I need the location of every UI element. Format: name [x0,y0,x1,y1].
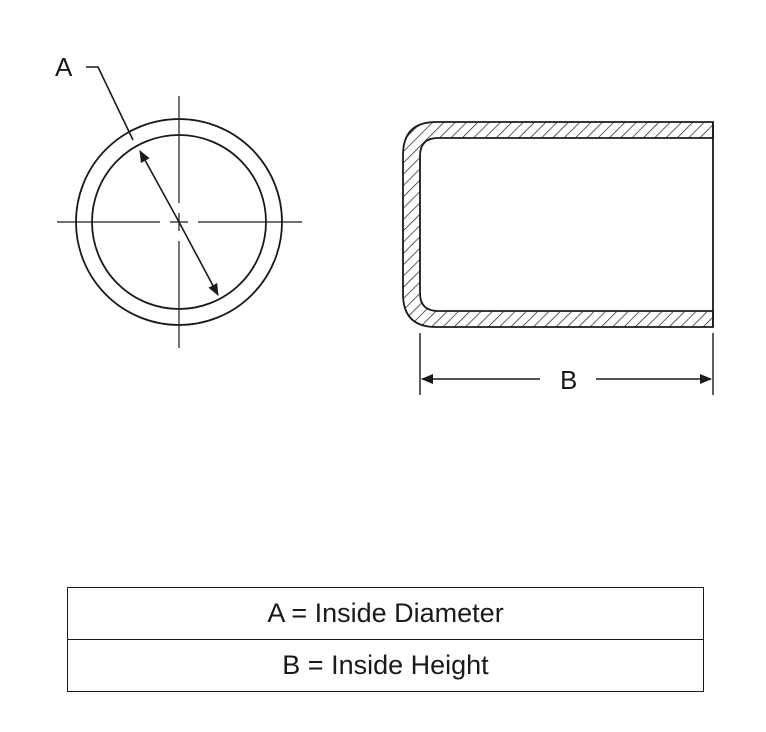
label-b: B [560,365,577,395]
diameter-dimension-line [139,150,180,223]
legend-table: A = Inside Diameter B = Inside Height [67,587,704,692]
diameter-dimension-line [178,221,219,296]
end-view: A [55,52,302,348]
center-lines [57,96,302,348]
label-a-leader [86,66,134,141]
legend-row-text: A = Inside Diameter [267,598,504,628]
legend-row-a: A = Inside Diameter [68,588,703,639]
label-a: A [55,52,73,82]
side-view: B [402,121,714,395]
legend-row-text: B = Inside Height [282,650,489,680]
legend-row-b: B = Inside Height [68,639,703,691]
cap-wall-section [402,121,714,328]
